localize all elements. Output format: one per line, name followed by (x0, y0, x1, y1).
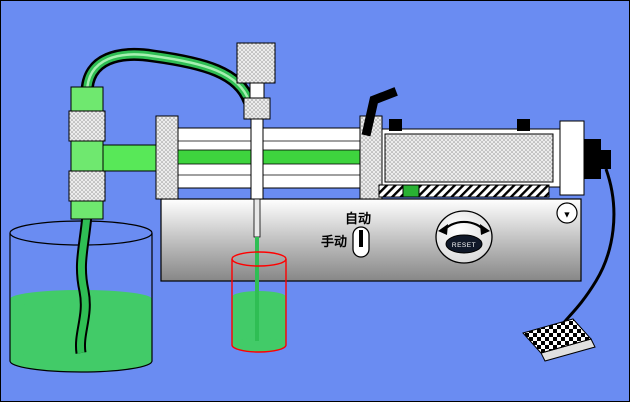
reset-knob-cap[interactable] (445, 234, 483, 254)
pedal-plate[interactable] (522, 318, 592, 354)
triangle-down-icon: ▼ (563, 210, 572, 220)
reset-knob[interactable]: RESET (435, 210, 493, 264)
cylinder-left-plate (155, 115, 179, 200)
suction-tube-core (76, 214, 91, 354)
nozzle-body (250, 118, 264, 200)
handle-lever[interactable] (361, 87, 398, 137)
foot-pedal[interactable] (522, 318, 596, 362)
nozzle-valve-block (243, 97, 271, 120)
column-fitting-lower (68, 170, 106, 202)
feed-hose (80, 47, 256, 108)
nozzle-stem (249, 82, 265, 100)
receiver-bottom (231, 344, 287, 353)
end-cap (584, 139, 601, 179)
drive-piston-block (384, 133, 554, 183)
nozzle-top-block (236, 42, 276, 84)
rail-hatched (378, 184, 550, 198)
reset-label: RESET (452, 242, 476, 249)
mode-switch[interactable] (352, 226, 370, 258)
rail-green-block (402, 184, 420, 198)
manual-label: 手动 (321, 234, 347, 249)
piston-green-rod (177, 149, 361, 165)
column-fitting-upper (68, 110, 106, 142)
beaker-walls (9, 233, 153, 361)
cylinder-right-plate (559, 120, 585, 196)
rotate-arrow-right-head (480, 224, 490, 235)
end-cap-boss (601, 150, 611, 169)
eject-button-face[interactable] (556, 202, 578, 224)
base-housing (160, 198, 582, 282)
suction-tube (74, 214, 93, 354)
metering-cylinder (177, 127, 361, 189)
drive-cylinder (381, 119, 561, 188)
drive-stop-right (517, 119, 530, 131)
inlet-valve-column (68, 86, 106, 220)
auto-label: 自动 (345, 211, 371, 226)
receiving-liquid-bottom (232, 338, 286, 352)
eject-button[interactable]: ▼ (556, 202, 578, 224)
receiving-beaker (231, 237, 287, 353)
supply-liquid-bottom (10, 350, 152, 372)
rotate-arrow-left-head (438, 224, 448, 235)
receiver-walls (231, 259, 287, 345)
feed-hose-highlight (85, 53, 251, 103)
pedal-cable (557, 168, 616, 330)
drive-stop-left (389, 119, 402, 131)
dispense-stream (255, 237, 259, 341)
inlet-connector (102, 144, 162, 172)
nozzle-needle (253, 198, 261, 238)
piston-rail (378, 184, 550, 198)
nozzle-assembly (236, 42, 276, 238)
machine-base (160, 198, 582, 282)
beaker-bottom (9, 360, 153, 373)
